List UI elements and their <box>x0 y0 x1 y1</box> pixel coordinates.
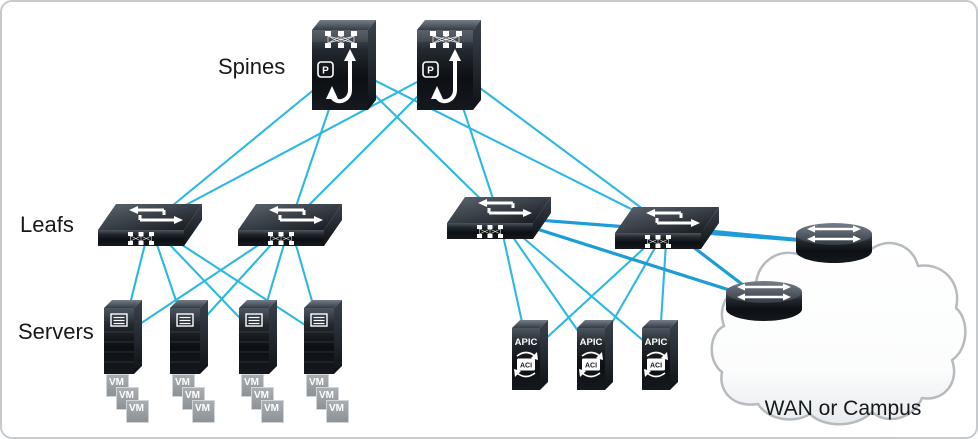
leaf-switch-icon <box>615 201 719 253</box>
leaf-switch-icon <box>238 198 342 250</box>
spine-switch-icon <box>310 18 378 112</box>
vm-stack-4: VM VM VM <box>306 374 352 426</box>
apic-controller-1 <box>508 318 550 390</box>
vm-stack-2: VM VM VM <box>172 374 218 426</box>
server-2 <box>166 298 210 374</box>
vm-badge: VM <box>192 400 215 423</box>
apic-icon <box>638 318 680 390</box>
server-icon <box>166 298 210 374</box>
router-2 <box>724 279 804 323</box>
spine-switch-icon <box>415 18 483 112</box>
vm-stack-1: VM VM VM <box>106 374 152 426</box>
leaf-switch-3 <box>447 191 551 243</box>
label-leafs: Leafs <box>20 212 74 237</box>
apic-icon <box>573 318 615 390</box>
spine-switch-2 <box>415 18 483 112</box>
server-icon <box>235 298 279 374</box>
leaf-switch-4 <box>615 201 719 253</box>
label-servers: Servers <box>18 319 94 344</box>
apic-controller-2 <box>573 318 615 390</box>
spine-switch-1 <box>310 18 378 112</box>
leaf-switch-1 <box>98 198 202 250</box>
apic-controller-3 <box>638 318 680 390</box>
router-icon <box>794 221 874 265</box>
vm-badge: VM <box>261 400 284 423</box>
router-1 <box>794 221 874 265</box>
apic-icon <box>508 318 550 390</box>
server-3 <box>235 298 279 374</box>
vm-badge: VM <box>126 400 149 423</box>
server-icon <box>100 298 144 374</box>
server-icon <box>300 298 344 374</box>
server-1 <box>100 298 144 374</box>
leaf-switch-icon <box>98 198 202 250</box>
leaf-switch-icon <box>447 191 551 243</box>
router-icon <box>724 279 804 323</box>
leaf-switch-2 <box>238 198 342 250</box>
vm-badge: VM <box>326 400 349 423</box>
vm-stack-3: VM VM VM <box>241 374 287 426</box>
label-wan-or-campus: WAN or Campus <box>764 397 922 420</box>
label-spines: Spines <box>218 54 286 79</box>
server-4 <box>300 298 344 374</box>
